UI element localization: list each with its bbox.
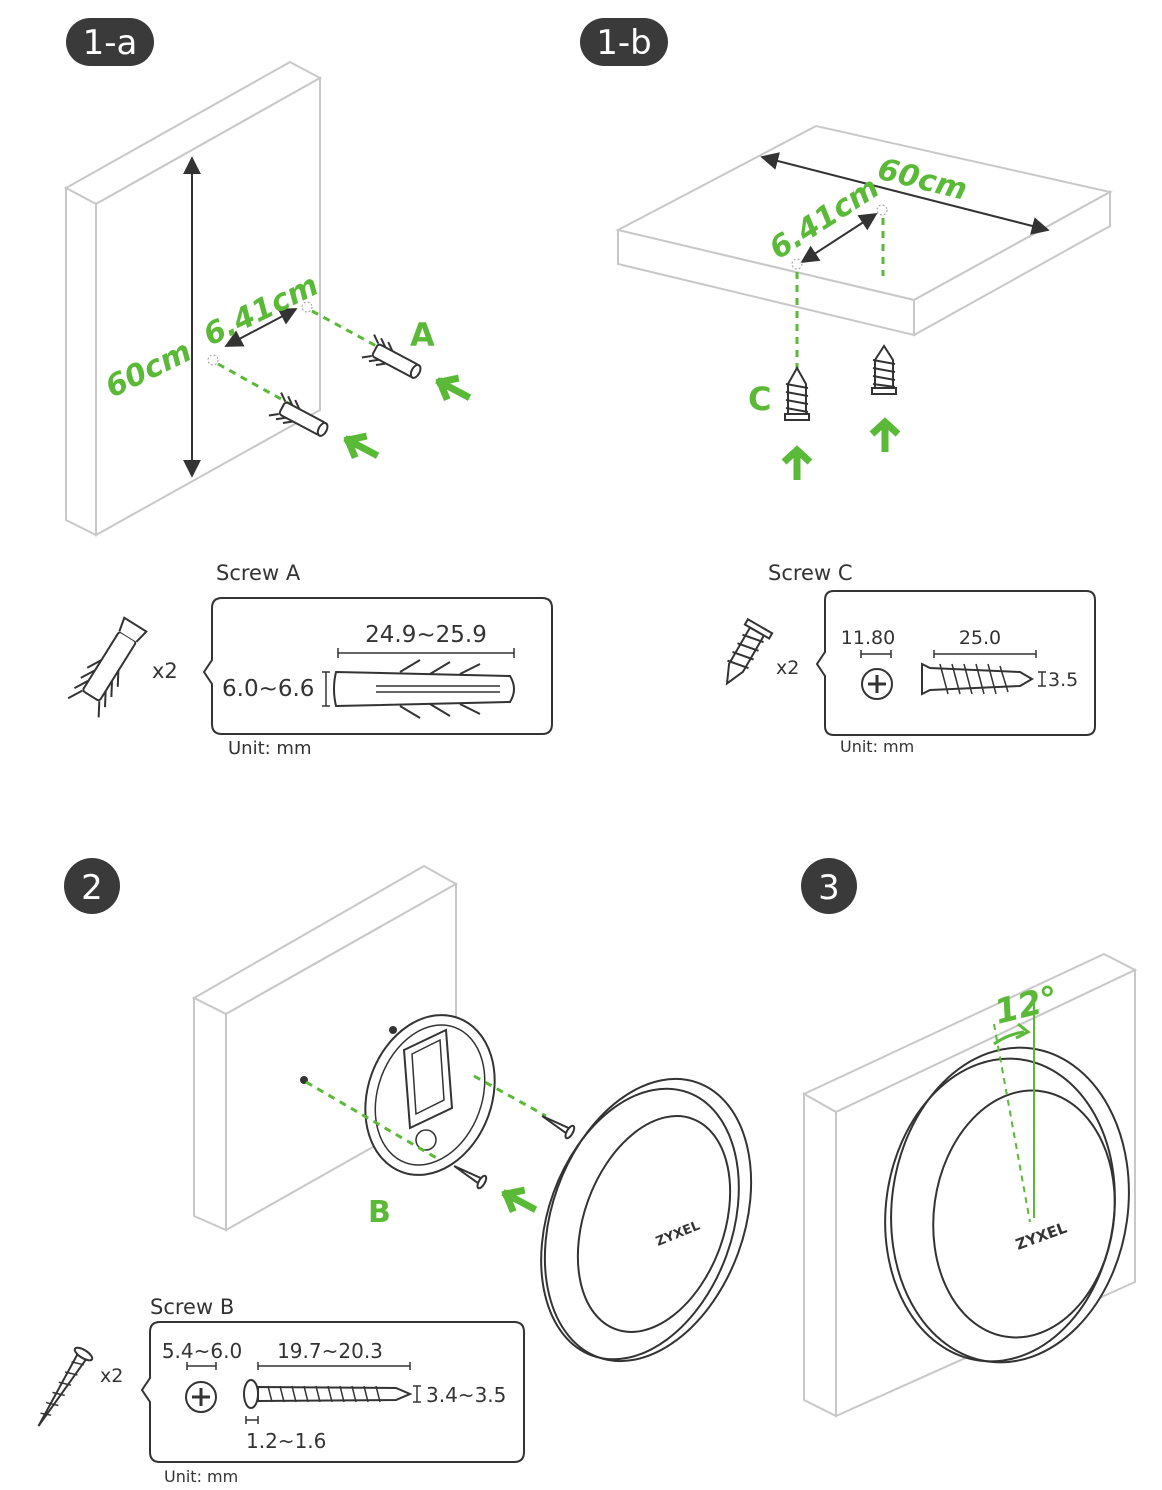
insert-arrow-icon bbox=[435, 374, 472, 402]
dimension-line bbox=[322, 671, 330, 707]
screw-c-unit: Unit: mm bbox=[840, 737, 914, 756]
screw-b-quantity: x2 bbox=[100, 1365, 123, 1387]
guide-line-green bbox=[217, 362, 291, 406]
screw-c-icon bbox=[871, 344, 897, 395]
screw-b-unit: Unit: mm bbox=[164, 1467, 238, 1486]
spacing-dimension-arrow-1a bbox=[224, 308, 298, 347]
screw-b-icon bbox=[453, 1165, 488, 1190]
step-label-1b: 1-b bbox=[596, 23, 651, 63]
dimension-line bbox=[933, 650, 1037, 658]
drill-hole-marker bbox=[207, 354, 219, 366]
screw-a-quantity: x2 bbox=[152, 659, 178, 683]
step-label-1a: 1-a bbox=[83, 23, 138, 63]
wall-anchor-profile-icon bbox=[333, 659, 515, 719]
dimension-line bbox=[257, 1362, 411, 1370]
screw-c-length: 25.0 bbox=[959, 627, 1001, 649]
screw-c-large-icon bbox=[725, 617, 774, 686]
screw-a-title: Screw A bbox=[216, 561, 301, 585]
dimension-line bbox=[186, 1362, 217, 1370]
screw-b-profile-icon bbox=[243, 1379, 413, 1409]
screw-b-length: 19.7~20.3 bbox=[277, 1339, 383, 1363]
screw-c-quantity: x2 bbox=[776, 657, 799, 679]
screw-a-spec-box bbox=[202, 597, 553, 735]
step-badge-1a: 1-a bbox=[66, 18, 154, 66]
insert-arrow-icon bbox=[343, 432, 380, 460]
guide-line-green bbox=[311, 309, 381, 350]
screw-b-head: 5.4~6.0 bbox=[162, 1339, 242, 1363]
angle-arc-arrowhead bbox=[1015, 1022, 1031, 1040]
wall-panel-2 bbox=[191, 864, 459, 1232]
screw-a-diameter: 6.0~6.6 bbox=[222, 676, 314, 702]
step-badge-1b: 1-b bbox=[580, 18, 668, 66]
step-label-2: 2 bbox=[81, 868, 103, 908]
screw-b-head-thickness: 1.2~1.6 bbox=[246, 1429, 326, 1453]
upward-arrow-icon bbox=[781, 445, 813, 480]
screw-c-diameter: 3.5 bbox=[1048, 669, 1078, 691]
access-point-device-2: ZYXEL bbox=[540, 1077, 753, 1363]
access-point-device-3: ZYXEL bbox=[884, 1046, 1130, 1364]
drill-hole-marker bbox=[791, 258, 803, 270]
screw-letter-c: C bbox=[748, 380, 771, 418]
phillips-head-icon bbox=[185, 1381, 217, 1413]
screw-c-spec-box bbox=[815, 590, 1096, 736]
wall-anchor-icon bbox=[361, 334, 422, 379]
spacing-dimension-arrow-1b bbox=[800, 213, 878, 263]
screw-c-head: 11.80 bbox=[841, 627, 895, 649]
step-badge-2: 2 bbox=[64, 858, 120, 914]
wall-panel-1a bbox=[63, 60, 323, 537]
dimension-line bbox=[337, 648, 515, 658]
screw-b-icon bbox=[541, 1115, 576, 1140]
screw-b-large-icon bbox=[37, 1346, 94, 1427]
width-dimension-arrow-1b bbox=[760, 152, 1050, 235]
dimension-line bbox=[1038, 671, 1046, 687]
wall-anchor-icon bbox=[268, 392, 329, 437]
step-label-3: 3 bbox=[818, 868, 840, 908]
drill-hole-marker bbox=[876, 204, 888, 216]
screw-c-title: Screw C bbox=[768, 561, 852, 585]
wall-anchor-large-icon bbox=[67, 616, 148, 718]
dimension-line bbox=[245, 1416, 259, 1424]
screw-b-title: Screw B bbox=[150, 1295, 234, 1319]
screw-c-icon bbox=[784, 365, 810, 421]
drill-hole-marker bbox=[301, 301, 313, 313]
tilt-reference-line bbox=[993, 1023, 1031, 1223]
step-badge-3: 3 bbox=[801, 858, 857, 914]
dimension-line bbox=[413, 1385, 421, 1403]
angle-arc-arrow bbox=[993, 1030, 1025, 1046]
insert-arrow-icon bbox=[501, 1186, 538, 1214]
bracket-letter-b: B bbox=[368, 1195, 391, 1230]
guide-line-green bbox=[473, 1074, 547, 1118]
ceiling-panel-1b bbox=[615, 124, 1113, 337]
screw-hole-marker bbox=[389, 1026, 397, 1034]
dimension-line bbox=[860, 650, 892, 658]
upward-arrow-icon bbox=[869, 417, 901, 452]
screw-letter-a: A bbox=[410, 316, 435, 354]
screw-a-length: 24.9~25.9 bbox=[365, 622, 487, 648]
phillips-head-icon bbox=[861, 668, 893, 700]
screw-c-profile-icon bbox=[921, 662, 1034, 696]
screw-b-diameter: 3.4~3.5 bbox=[426, 1383, 506, 1407]
screw-a-unit: Unit: mm bbox=[228, 738, 312, 759]
